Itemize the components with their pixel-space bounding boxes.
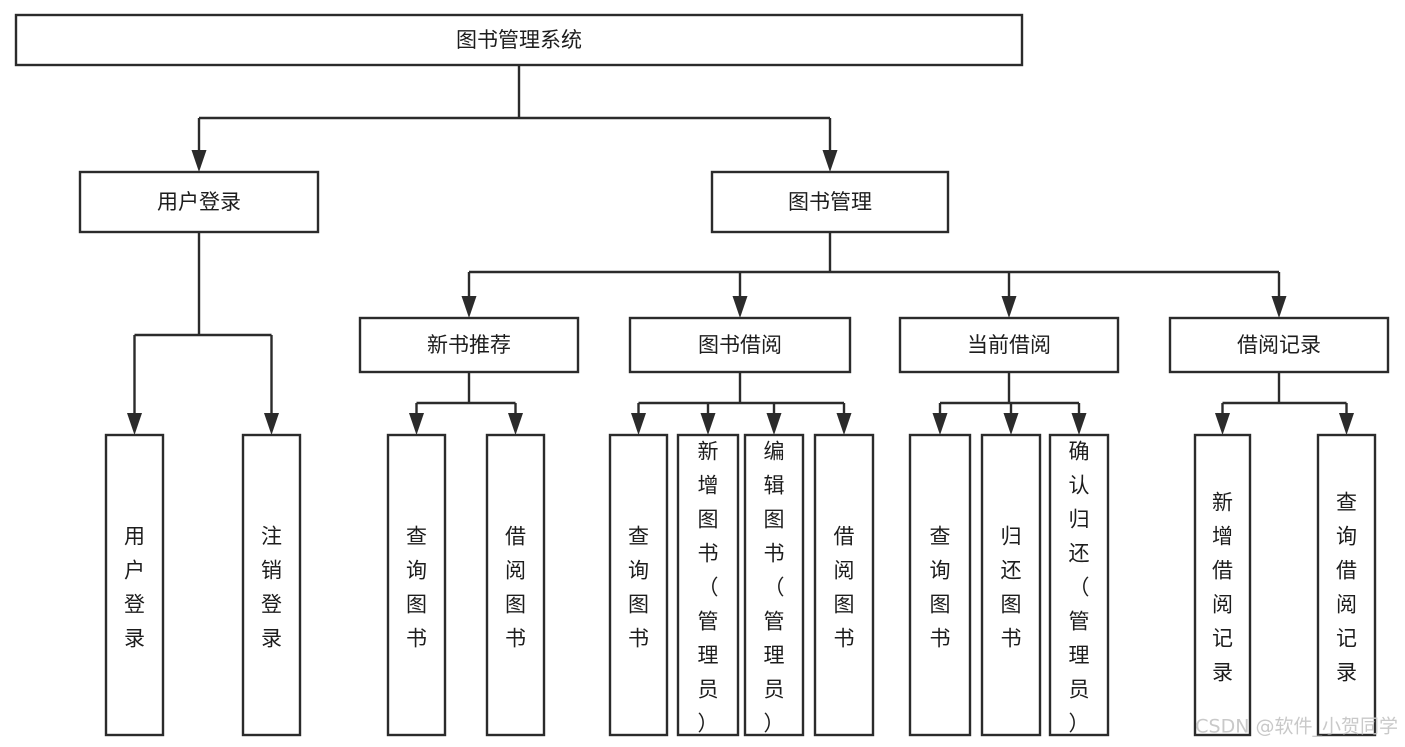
node-bookmgmt[interactable]: 图书管理 [710,170,950,234]
node-box-b_add[interactable] [676,433,740,737]
connector-group-records [1215,372,1354,435]
node-b_lend[interactable]: 借阅图书 [813,433,875,737]
connector-group-login [127,232,279,435]
connector-group-current [932,372,1087,435]
node-label-b_edit: 编辑图书（管理员） [764,440,785,736]
node-borrow[interactable]: 图书借阅 [628,316,852,374]
node-box-root[interactable] [14,13,1024,67]
node-l_login[interactable]: 用户登录 [104,433,165,737]
node-box-r_query[interactable] [1316,433,1377,737]
connector-group-bookmgmt [461,232,1287,318]
node-newrec[interactable]: 新书推荐 [358,316,580,374]
node-b_edit[interactable]: 编辑图书（管理员） [743,433,805,737]
node-box-b_edit[interactable] [743,433,805,737]
node-c_confirm[interactable]: 确认归还（管理员） [1048,433,1110,737]
node-box-l_login[interactable] [104,433,165,737]
node-box-l_logout[interactable] [241,433,302,737]
node-label-b_add: 新增图书（管理员） [698,440,719,736]
node-box-bookmgmt[interactable] [710,170,950,234]
node-box-newrec[interactable] [358,316,580,374]
node-label-r_add: 新增借阅记录 [1212,491,1233,685]
node-records[interactable]: 借阅记录 [1168,316,1390,374]
node-n_query[interactable]: 查询图书 [386,433,447,737]
node-box-n_query[interactable] [386,433,447,737]
node-layer: 图书管理系统用户登录图书管理新书推荐图书借阅当前借阅借阅记录用户登录注销登录查询… [14,13,1390,737]
connector-group-borrow [631,372,852,435]
node-label-b_lend: 借阅图书 [834,525,855,651]
node-label-bookmgmt: 图书管理 [788,190,872,214]
node-label-borrow: 图书借阅 [698,333,782,357]
node-r_add[interactable]: 新增借阅记录 [1193,433,1252,737]
node-box-current[interactable] [898,316,1120,374]
node-c_query[interactable]: 查询图书 [908,433,972,737]
node-box-c_confirm[interactable] [1048,433,1110,737]
csdn-watermark: CSDN @软件_小贺同学 [1195,716,1398,738]
node-label-records: 借阅记录 [1237,333,1321,357]
node-current[interactable]: 当前借阅 [898,316,1120,374]
node-n_borrow[interactable]: 借阅图书 [485,433,546,737]
node-label-current: 当前借阅 [967,333,1051,357]
connector-group-root [191,65,838,172]
node-box-n_borrow[interactable] [485,433,546,737]
node-r_query[interactable]: 查询借阅记录 [1316,433,1377,737]
node-label-b_query: 查询图书 [628,525,649,651]
node-label-root: 图书管理系统 [456,28,582,52]
node-label-newrec: 新书推荐 [427,333,511,357]
node-label-login: 用户登录 [157,190,241,214]
node-box-borrow[interactable] [628,316,852,374]
node-box-b_lend[interactable] [813,433,875,737]
node-box-records[interactable] [1168,316,1390,374]
node-root[interactable]: 图书管理系统 [14,13,1024,67]
node-box-c_query[interactable] [908,433,972,737]
node-b_query[interactable]: 查询图书 [608,433,669,737]
connector-layer [127,65,1354,435]
node-label-n_borrow: 借阅图书 [505,525,526,651]
node-box-login[interactable] [78,170,320,234]
node-b_add[interactable]: 新增图书（管理员） [676,433,740,737]
node-label-r_query: 查询借阅记录 [1336,491,1357,685]
node-label-n_query: 查询图书 [406,525,427,651]
node-label-l_logout: 注销登录 [261,525,282,651]
node-label-c_confirm: 确认归还（管理员） [1069,440,1090,736]
node-label-c_return: 归还图书 [1001,525,1022,651]
node-box-b_query[interactable] [608,433,669,737]
node-label-l_login: 用户登录 [124,525,145,651]
node-label-c_query: 查询图书 [930,525,951,651]
node-c_return[interactable]: 归还图书 [980,433,1042,737]
node-l_logout[interactable]: 注销登录 [241,433,302,737]
node-box-c_return[interactable] [980,433,1042,737]
node-box-r_add[interactable] [1193,433,1252,737]
connector-group-newrec [409,372,523,435]
node-login[interactable]: 用户登录 [78,170,320,234]
